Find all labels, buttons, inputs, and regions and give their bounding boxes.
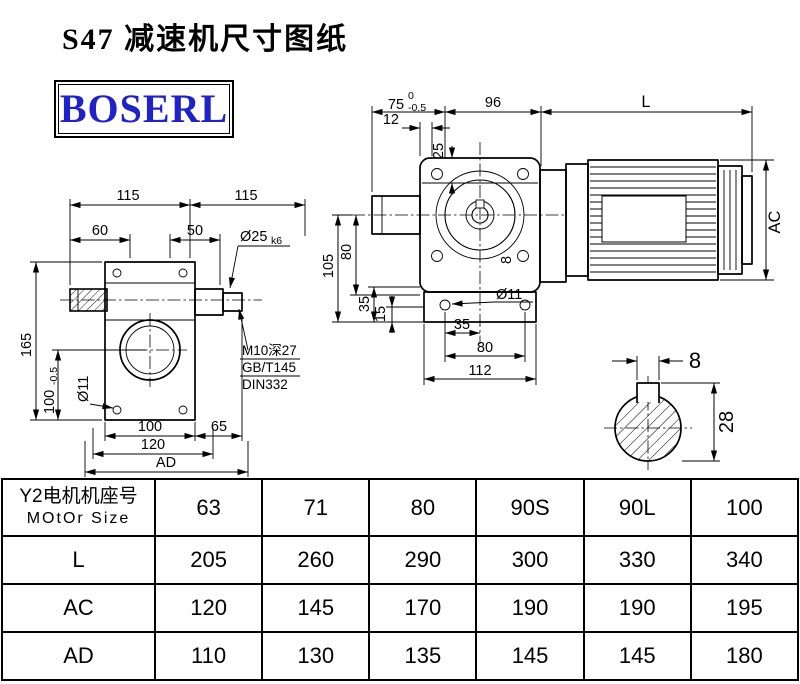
input-shaft <box>69 288 108 312</box>
dim-35-bottom: 35 <box>454 317 470 333</box>
row-label: AD <box>1 631 156 681</box>
keyway-slot <box>636 382 660 403</box>
shaft-fit-label: k6 <box>271 235 282 247</box>
size-cell: 63 <box>153 478 264 537</box>
value-cell: 170 <box>368 583 478 633</box>
shaft-section-circle <box>614 394 682 462</box>
dim-100-vertical: 100 <box>42 390 58 414</box>
dim-L: L <box>641 93 650 111</box>
table-header-row: Y2电机机座号 MOtOr Size 63 71 80 90S 90L 100 <box>1 478 800 537</box>
value-cell: 300 <box>475 535 585 585</box>
value-cell: 260 <box>261 535 371 585</box>
dim-96: 96 <box>485 95 501 111</box>
dim-key-width: 8 <box>689 348 701 373</box>
dim-115-right: 115 <box>234 188 257 204</box>
dim-120: 120 <box>141 437 165 453</box>
value-cell: 195 <box>689 583 800 633</box>
dim-60: 60 <box>92 223 108 239</box>
value-cell: 190 <box>475 583 585 633</box>
value-cell: 340 <box>689 535 800 585</box>
dim-50: 50 <box>187 223 203 239</box>
dim-AC: AC <box>766 210 784 233</box>
dim-75-tol-lower: -0.5 <box>408 102 426 114</box>
value-cell: 190 <box>582 583 692 633</box>
dim-100-tolerance: -0.5 <box>48 367 60 385</box>
value-cell: 290 <box>368 535 478 585</box>
dim-80-bottom: 80 <box>477 340 493 356</box>
value-cell: 145 <box>261 583 371 633</box>
dim-112: 112 <box>468 363 491 379</box>
dim-15: 15 <box>373 306 389 322</box>
brand-logo-frame: BOSERL <box>58 84 230 134</box>
value-cell: 130 <box>261 631 371 681</box>
row-label: L <box>1 535 156 585</box>
right-hole-dia-label: Ø11 <box>496 287 522 303</box>
dim-35-vertical: 35 <box>357 296 373 312</box>
page-title: S47 减速机尺寸图纸 <box>62 23 349 56</box>
value-cell: 135 <box>368 631 478 681</box>
output-shaft <box>194 288 224 316</box>
right-view: 75 0 -0.5 96 L 12 25 105 80 <box>321 90 784 385</box>
dimension-drawing: 115 115 60 50 Ø25 k6 165 100 -0.5 <box>19 90 784 477</box>
table-row-L: L 205 260 290 300 330 340 <box>1 535 800 585</box>
dim-section-height: 28 <box>716 411 738 433</box>
note-line2: GB/T145 <box>242 360 296 375</box>
size-cell: 80 <box>368 478 478 537</box>
dim-key-8: 8 <box>499 256 515 264</box>
dim-25: 25 <box>431 143 447 159</box>
gearbox-body-side <box>104 261 196 421</box>
value-cell: 205 <box>153 535 264 585</box>
table-row-AC: AC 120 145 170 190 190 195 <box>1 583 800 633</box>
dim-100-bottom: 100 <box>138 419 162 435</box>
value-cell: 145 <box>582 631 692 681</box>
size-cell: 71 <box>261 478 371 537</box>
dim-165: 165 <box>19 333 35 357</box>
input-keyway <box>475 199 485 209</box>
header-line1: Y2电机机座号 <box>19 485 138 507</box>
row-label: AC <box>1 583 156 633</box>
motor-flange <box>539 169 567 283</box>
fan-cover <box>741 175 753 265</box>
dim-75: 75 <box>388 97 404 113</box>
value-cell: 330 <box>582 535 692 585</box>
left-hole-dia-label: Ø11 <box>76 376 92 402</box>
dim-65: 65 <box>211 419 227 435</box>
header-cell: Y2电机机座号 MOtOr Size <box>1 478 156 537</box>
dim-80-vertical: 80 <box>339 244 355 260</box>
brand-logo-text: BOSERL <box>59 86 229 131</box>
value-cell: 180 <box>689 631 800 681</box>
table-row-AD: AD 110 130 135 145 145 180 <box>1 631 800 681</box>
size-cell: 90S <box>475 478 585 537</box>
motor-size-table: Y2电机机座号 MOtOr Size 63 71 80 90S 90L 100 … <box>1 478 800 681</box>
dim-75-tol-upper: 0 <box>408 90 414 102</box>
size-cell: 90L <box>582 478 692 537</box>
value-cell: 110 <box>153 631 264 681</box>
shaft-section-view: 8 28 <box>604 348 738 470</box>
left-view: 115 115 60 50 Ø25 k6 165 100 -0.5 <box>19 188 306 477</box>
size-cell: 100 <box>689 478 800 537</box>
dim-ad: AD <box>156 455 176 471</box>
shaft-dia-label: Ø25 <box>240 229 267 245</box>
header-line2: MOtOr Size <box>26 510 131 528</box>
dim-12: 12 <box>383 112 399 128</box>
note-line1: M10深27 <box>242 343 297 358</box>
value-cell: 145 <box>475 631 585 681</box>
motor-nameplate <box>601 195 687 243</box>
value-cell: 120 <box>153 583 264 633</box>
dim-105: 105 <box>321 254 337 278</box>
brand-logo: BOSERL <box>54 80 234 138</box>
note-line3: DIN332 <box>242 377 288 392</box>
dim-115-left: 115 <box>116 188 139 204</box>
